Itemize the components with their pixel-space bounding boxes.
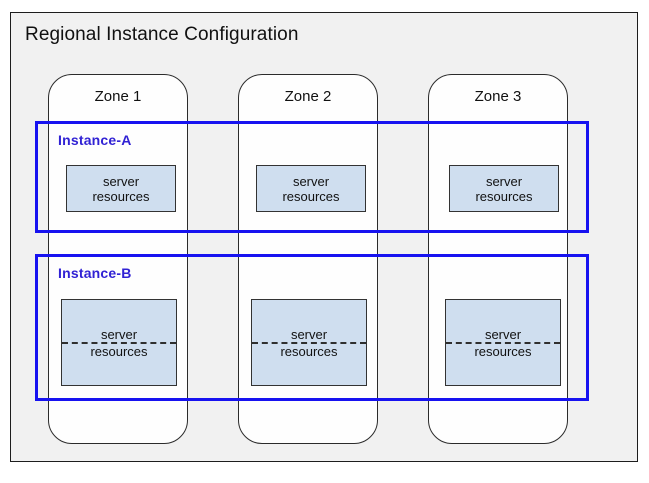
resource-divider-icon	[252, 342, 366, 344]
resource-box-b-zone2[interactable]: server resources	[251, 299, 367, 386]
resource-line-2: resources	[475, 188, 533, 204]
resource-box-a-zone2[interactable]: server resources	[256, 165, 366, 212]
resource-box-b-zone1[interactable]: server resources	[61, 299, 177, 386]
resource-divider-icon	[446, 342, 560, 344]
instance-band-a[interactable]: Instance-A	[35, 121, 589, 233]
resource-line-1: server	[292, 173, 330, 189]
resource-line-1: server	[484, 327, 522, 342]
resource-line-1: server	[100, 327, 138, 342]
zone-label-3: Zone 3	[474, 88, 522, 105]
resource-line-2: resources	[92, 188, 150, 204]
zone-label-2: Zone 2	[284, 88, 332, 105]
resource-box-a-zone1[interactable]: server resources	[66, 165, 176, 212]
resource-divider-icon	[62, 342, 176, 344]
instance-band-b[interactable]: Instance-B	[35, 254, 589, 401]
resource-box-b-zone3[interactable]: server resources	[445, 299, 561, 386]
resource-line-1: server	[290, 327, 328, 342]
resource-line-2: resources	[90, 344, 148, 359]
resource-line-2: resources	[280, 344, 338, 359]
resource-line-1: server	[102, 173, 140, 189]
resource-line-2: resources	[282, 188, 340, 204]
resource-line-1: server	[485, 173, 523, 189]
page-title: Regional Instance Configuration	[25, 24, 299, 45]
zone-label-1: Zone 1	[94, 88, 142, 105]
resource-line-2: resources	[474, 344, 532, 359]
instance-label-b: Instance-B	[58, 265, 132, 281]
resource-box-a-zone3[interactable]: server resources	[449, 165, 559, 212]
instance-label-a: Instance-A	[58, 132, 132, 148]
